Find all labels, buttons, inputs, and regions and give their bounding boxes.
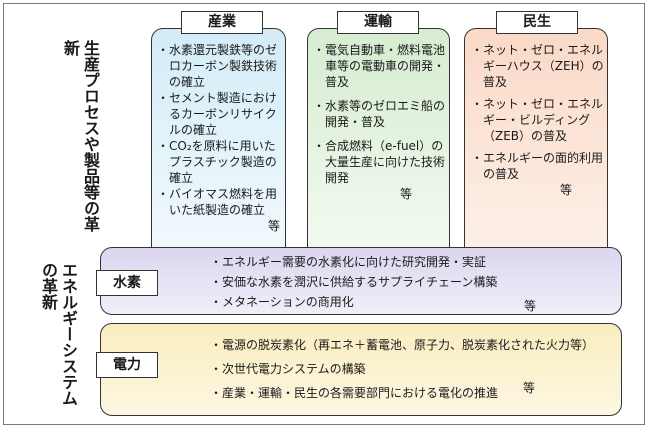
residential-etc: 等 xyxy=(559,183,572,197)
electricity-item: 次世代電力システムの構築 xyxy=(210,357,594,381)
residential-item: ネット・ゼロ・エネルギーハウス（ZEH）の普及 xyxy=(471,42,604,90)
transport-etc: 等 xyxy=(399,187,412,201)
electricity-items: 電源の脱炭素化（再エネ＋蓄電池、原子力、脱炭素化された火力等） 次世代電力システ… xyxy=(210,333,594,405)
transport-header: 運輸 xyxy=(337,11,419,34)
transport-item: 水素等のゼロエミ船の開発・普及 xyxy=(313,98,448,130)
residential-items: ネット・ゼロ・エネルギーハウス（ZEH）の普及 ネット・ゼロ・エネルギー・ビルデ… xyxy=(471,42,604,198)
residential-item: エネルギーの面的利用の普及 xyxy=(471,150,604,182)
hydrogen-item: メタネーションの商用化 xyxy=(210,292,497,312)
row-label-production: 生産プロセスや製品等の革新 xyxy=(61,40,100,232)
transport-item: 合成燃料（e-fuel）の大量生産に向けた技術開発 xyxy=(313,138,448,186)
hydrogen-item: エネルギー需要の水素化に向けた研究開発・実証 xyxy=(210,252,497,272)
transport-items: 電気自動車・燃料電池車等の電動車の開発・普及 水素等のゼロエミ船の開発・普及 合… xyxy=(313,42,448,202)
hydrogen-items: エネルギー需要の水素化に向けた研究開発・実証 安価な水素を潤沢に供給するサプライ… xyxy=(210,252,497,312)
electricity-item: 産業・運輸・民生の各需要部門における電化の推進 xyxy=(210,381,594,405)
industry-etc: 等 xyxy=(267,219,280,233)
industry-item: バイオマス燃料を用いた紙製造の確立 xyxy=(157,186,284,218)
industry-items: 水素還元製鉄等のゼロカーボン製鉄技術の確立 セメント製造におけるカーボンリサイク… xyxy=(157,42,284,234)
electricity-etc: 等 xyxy=(523,381,536,395)
transport-item: 電気自動車・燃料電池車等の電動車の開発・普及 xyxy=(313,42,448,90)
electricity-item: 電源の脱炭素化（再エネ＋蓄電池、原子力、脱炭素化された火力等） xyxy=(210,333,594,357)
diagram-frame xyxy=(3,3,645,425)
industry-item: CO₂を原料に用いたプラスチック製造の確立 xyxy=(157,138,284,186)
hydrogen-item: 安価な水素を潤沢に供給するサプライチェーン構築 xyxy=(210,272,497,292)
industry-item: セメント製造におけるカーボンリサイクルの確立 xyxy=(157,90,284,138)
residential-header: 民生 xyxy=(496,11,578,34)
residential-item: ネット・ゼロ・エネルギー・ビルディング（ZEB）の普及 xyxy=(471,96,604,144)
industry-header: 産業 xyxy=(181,11,263,34)
row-label-energy-system: エネルギーシステムの革新 xyxy=(39,262,78,406)
electricity-label: 電力 xyxy=(96,352,158,378)
hydrogen-label: 水素 xyxy=(96,270,158,296)
industry-item: 水素還元製鉄等のゼロカーボン製鉄技術の確立 xyxy=(157,42,284,90)
hydrogen-etc: 等 xyxy=(524,299,537,313)
